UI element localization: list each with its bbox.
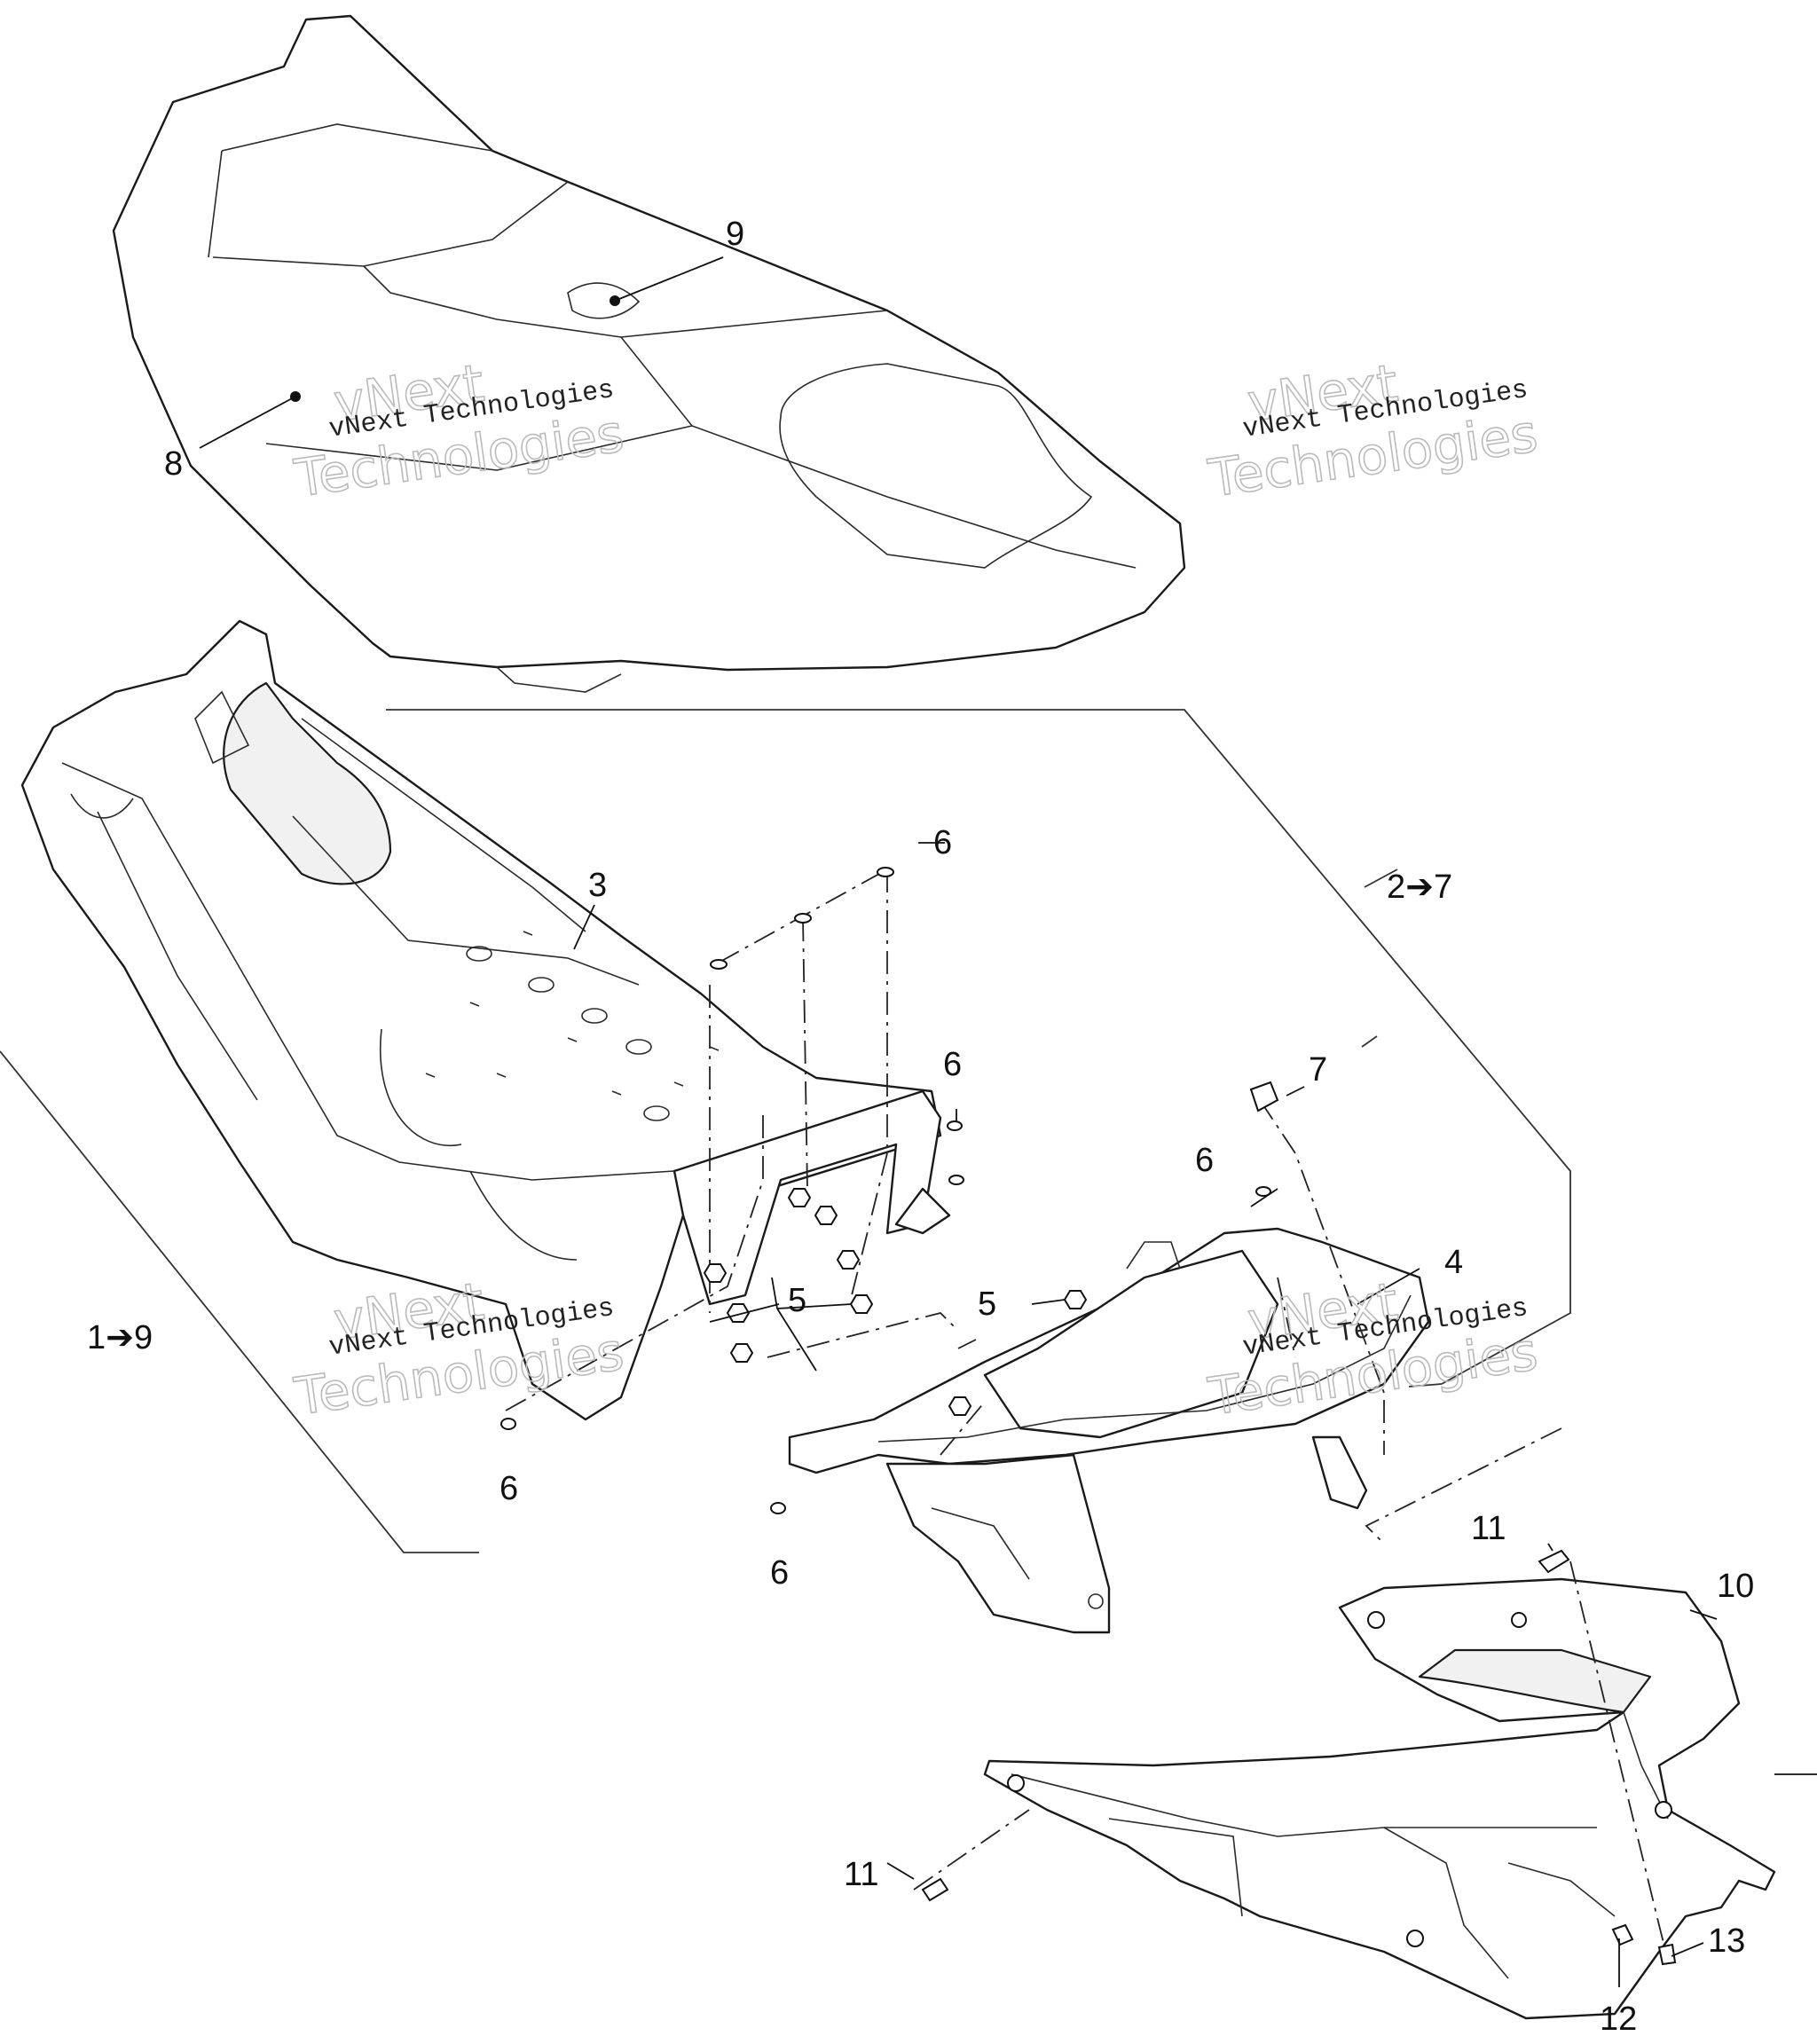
clip-part-7 bbox=[1249, 1081, 1279, 1112]
callout-labels: 1➔9 2➔7 3 4 5 5 6 6 6 6 6 7 8 9 10 11 11… bbox=[87, 216, 1754, 2038]
fastener-washers bbox=[500, 867, 1271, 1514]
callout-4: 4 bbox=[1444, 1244, 1463, 1281]
leader-lines bbox=[199, 256, 1817, 1987]
callout-8: 8 bbox=[164, 445, 183, 483]
callout-9: 9 bbox=[726, 216, 744, 253]
callout-5-a: 5 bbox=[788, 1282, 806, 1319]
callout-6-e: 6 bbox=[770, 1554, 789, 1592]
callout-6-c: 6 bbox=[1195, 1142, 1214, 1179]
callout-3: 3 bbox=[588, 867, 607, 904]
front-bracket bbox=[788, 1227, 1430, 1634]
callout-10: 10 bbox=[1717, 1568, 1754, 1605]
side-panel bbox=[983, 1577, 1776, 2020]
callout-6-a: 6 bbox=[933, 824, 952, 861]
callout-1-9: 1➔9 bbox=[87, 1319, 153, 1356]
callout-12: 12 bbox=[1600, 2001, 1637, 2038]
callout-6-d: 6 bbox=[499, 1470, 518, 1507]
watermark-bottom-right: vNext Technologies vNext Technologies bbox=[1204, 1270, 1542, 1428]
callout-11-a: 11 bbox=[1471, 1510, 1506, 1547]
callout-7: 7 bbox=[1309, 1051, 1327, 1089]
fastener-nuts bbox=[703, 1188, 1088, 1416]
callout-11-b: 11 bbox=[844, 1856, 878, 1893]
group-bracket-lines bbox=[0, 709, 1571, 1553]
callout-5-b: 5 bbox=[978, 1285, 996, 1323]
watermark-top-right: vNext Technologies vNext Technologies bbox=[1204, 352, 1542, 510]
screw-fasteners bbox=[921, 1549, 1677, 1966]
callout-6-b: 6 bbox=[943, 1046, 962, 1083]
watermark-bottom-left: vNext Technologies vNext Technologies bbox=[290, 1270, 628, 1428]
seat-cover bbox=[112, 14, 1186, 693]
seat-base-tray bbox=[20, 619, 951, 1421]
callout-2-7: 2➔7 bbox=[1387, 869, 1452, 906]
callout-13: 13 bbox=[1708, 1922, 1745, 1960]
